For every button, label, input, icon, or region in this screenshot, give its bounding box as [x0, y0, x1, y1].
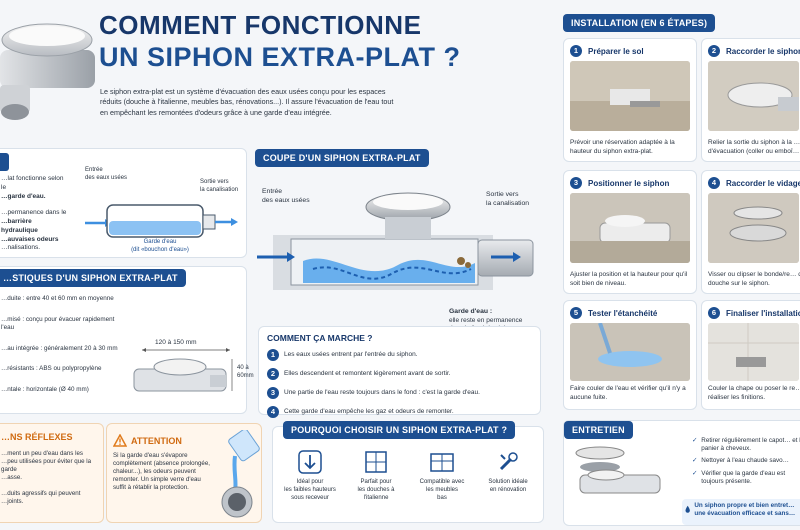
maintenance-pill: ENTRETIEN — [564, 421, 633, 439]
section-cut-diagram — [253, 165, 543, 325]
how-it-works-title: COMMENT ÇA MARCHE ? — [267, 333, 373, 343]
why-items: Idéal pour les faibles hauteurs sous rec… — [279, 449, 539, 502]
install-step-4-photo — [708, 193, 799, 263]
characteristics-dim-height: 40 à 60mm — [237, 365, 254, 379]
principle-pill — [0, 153, 9, 171]
warning-icon — [113, 434, 127, 447]
down-arrow-icon — [298, 450, 322, 474]
principle-label-in: Entrée des eaux usées — [85, 167, 128, 181]
page-title-line1: COMMENT FONCTIONNE — [99, 10, 422, 40]
install-step-5-photo — [570, 323, 690, 381]
principle-diagram — [85, 204, 238, 238]
maintenance-card: ENTRETIEN ✓Retirer régulièrement le capo… — [563, 420, 800, 526]
install-step-2-photo — [708, 61, 799, 131]
intro-text: Le siphon extra-plat est un système d'év… — [100, 87, 394, 117]
characteristics-dimension-drawing — [133, 348, 233, 392]
why-item-cabinet: Compatible avec les meubles bas — [411, 449, 473, 502]
siphon-parts-illustration — [575, 446, 661, 494]
glass-water-drain-illustration — [221, 430, 260, 518]
shower-icon — [365, 451, 387, 473]
why-pill: POURQUOI CHOISIR UN SIPHON EXTRA-PLAT ? — [283, 421, 516, 439]
wrench-icon — [499, 452, 518, 471]
maintenance-footer: Un siphon propre et bien entret… une éva… — [682, 499, 800, 525]
principle-label-out: Sortie vers la canalisation — [200, 179, 239, 193]
section-cut-pill: COUPE D'UN SIPHON EXTRA-PLAT — [255, 149, 429, 167]
reflexes-title: …NS RÉFLEXES — [1, 432, 73, 442]
principle-label-water: Garde d'eau (dit «bouchon d'eau») — [131, 239, 189, 253]
why-item-shower: Parfait pour les douches à l'italienne — [345, 449, 407, 502]
install-step-6-photo — [708, 323, 799, 381]
install-step-1-photo — [570, 61, 690, 131]
reflexes-text: …ment un peu d'eau dans les …peu utilisé… — [1, 450, 92, 506]
section-cut-label-water-title: Garde d'eau : — [449, 308, 493, 315]
why-item-low-height: Idéal pour les faibles hauteurs sous rec… — [279, 449, 341, 502]
install-step-3-photo — [570, 193, 690, 263]
characteristics-card: …STIQUES D'UN SIPHON EXTRA-PLAT …duite :… — [0, 266, 254, 414]
reflexes-card: …NS RÉFLEXES …ment un peu d'eau dans les… — [0, 423, 104, 523]
cabinet-icon — [430, 453, 454, 472]
siphon-product-photo — [0, 0, 95, 125]
principle-text: …lat fonctionne selon le …garde d'eau. …… — [1, 175, 67, 252]
why-card: POURQUOI CHOISIR UN SIPHON EXTRA-PLAT ? … — [272, 421, 544, 523]
principle-card: …lat fonctionne selon le …garde d'eau. …… — [0, 148, 247, 258]
maintenance-list: ✓Retirer régulièrement le capot… et le p… — [692, 437, 800, 485]
page-title-line2: UN SIPHON EXTRA-PLAT ? — [99, 42, 461, 72]
attention-text: Si la garde d'eau s'évapore complètement… — [113, 452, 210, 492]
why-item-renovation: Solution idéale en rénovation — [477, 449, 539, 502]
installation-pill: INSTALLATION (EN 6 ÉTAPES) — [563, 14, 716, 32]
characteristics-list: …duite : entre 40 et 60 mm en moyenne …m… — [1, 295, 118, 393]
characteristics-dim-width: 120 à 150 mm — [155, 339, 197, 346]
attention-title: ATTENTION — [131, 436, 182, 446]
characteristics-pill: …STIQUES D'UN SIPHON EXTRA-PLAT — [0, 269, 186, 287]
section-cut-label-out: Sortie vers la canalisation — [486, 191, 530, 207]
section-cut-label-in: Entrée des eaux usées — [262, 188, 310, 204]
water-drop-icon — [685, 505, 690, 513]
attention-card: ATTENTION Si la garde d'eau s'évapore co… — [106, 423, 262, 523]
